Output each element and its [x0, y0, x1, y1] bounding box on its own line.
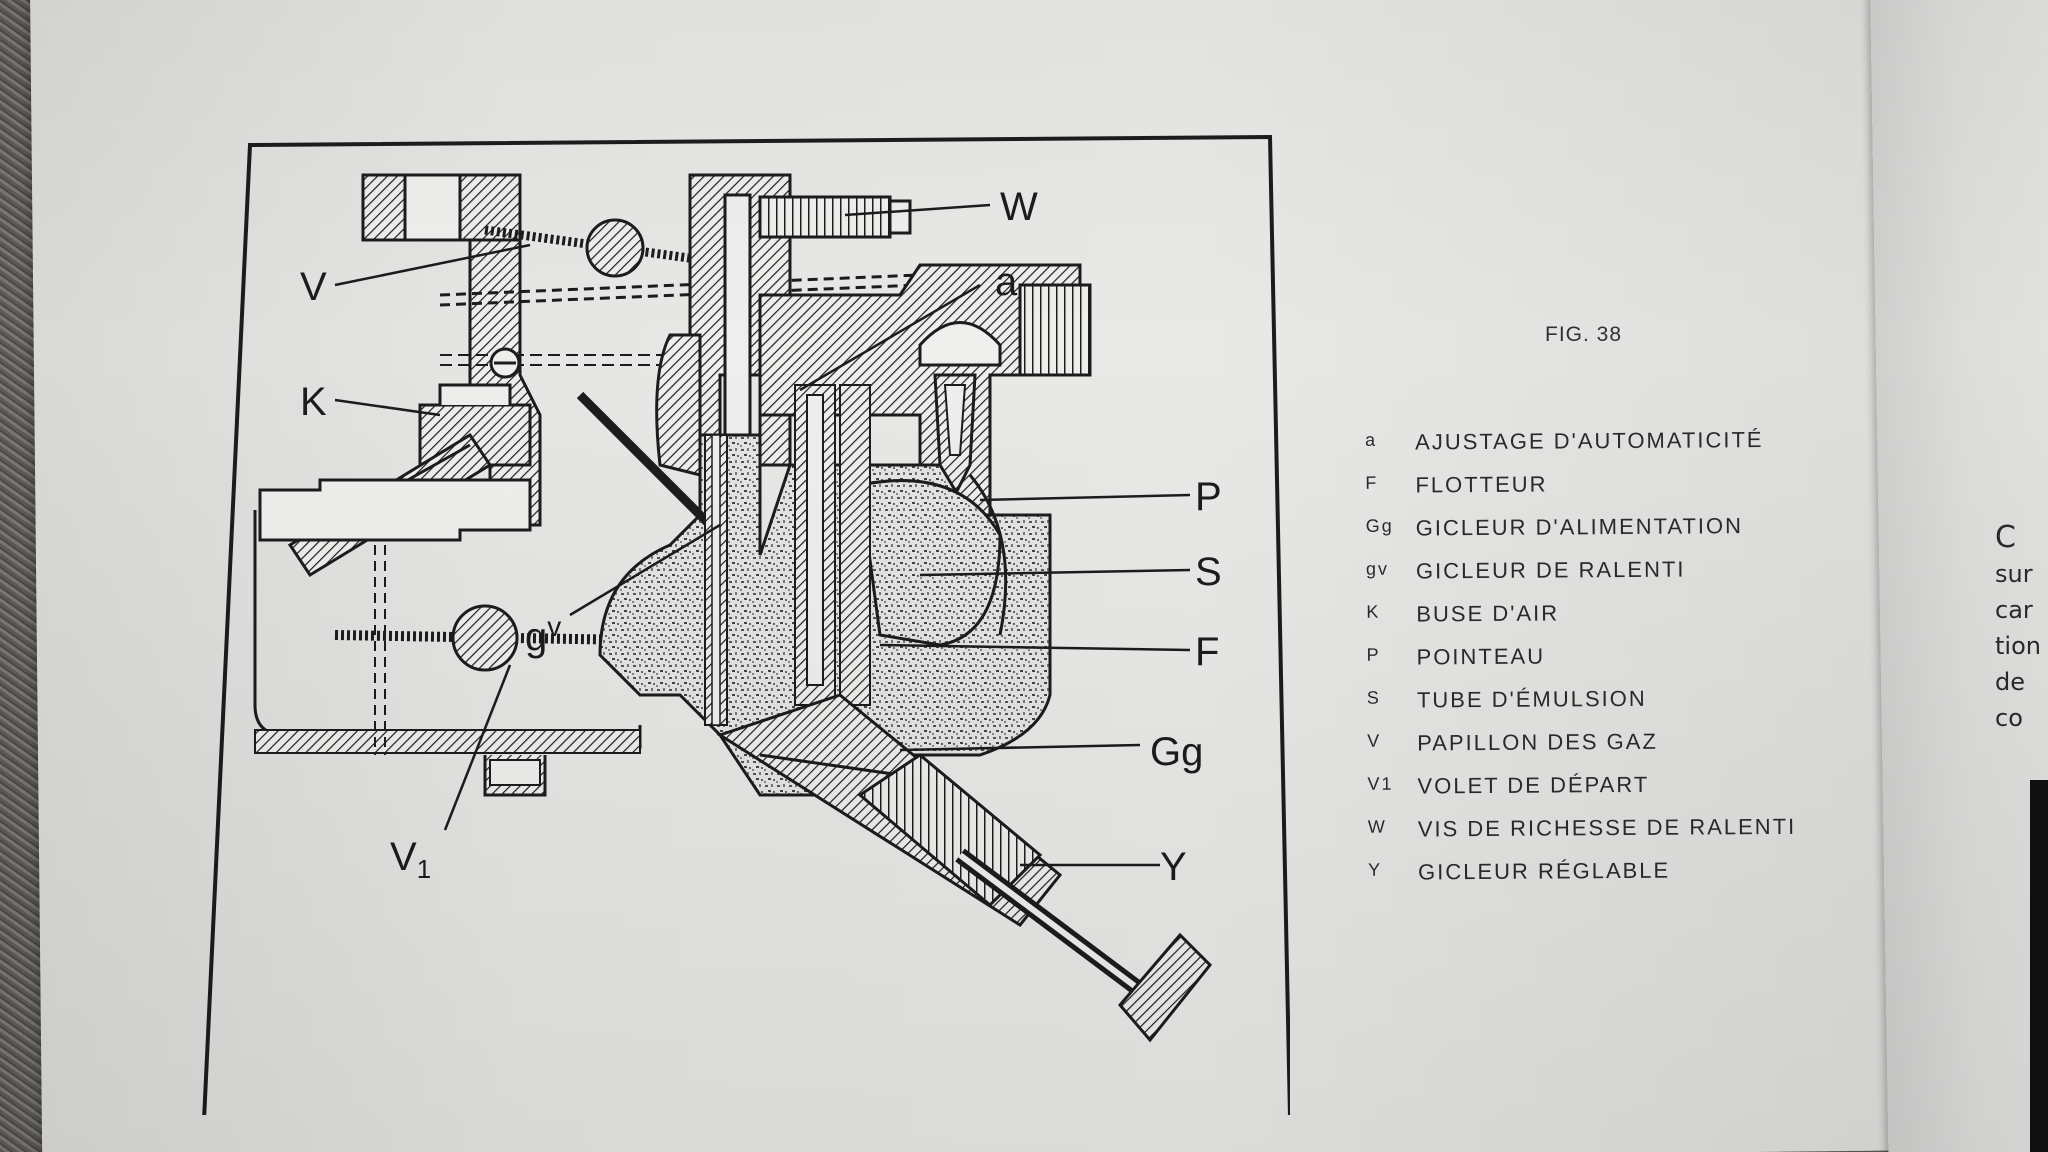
- choke-spindle: [451, 604, 519, 672]
- legend-item: S TUBE D'ÉMULSION: [1367, 684, 1887, 718]
- legend-key: P: [1366, 644, 1381, 665]
- fuel-inlet-thread: [1018, 283, 1092, 377]
- adjustable-jet-knob: [1118, 932, 1213, 1043]
- legend-item: K BUSE D'AIR: [1366, 598, 1886, 632]
- facing-text-line-4: tion: [1995, 632, 2041, 660]
- legend-key: gv: [1365, 558, 1390, 579]
- legend-key: F: [1365, 472, 1379, 493]
- callout-gv: gv: [525, 611, 561, 659]
- legend-key: K: [1366, 601, 1381, 622]
- legend-key: Y: [1368, 859, 1383, 880]
- main-body-outline: [258, 478, 532, 542]
- legend-item: V1 VOLET DE DÉPART: [1367, 770, 1887, 804]
- legend-key: Gg: [1365, 515, 1394, 536]
- callout-V: V: [300, 265, 327, 309]
- carburetor-diagram: W a V K P S gv F Gg V1 Y: [202, 135, 1290, 1115]
- callout-W: W: [1000, 185, 1038, 229]
- legend-label: AJUSTAGE D'AUTOMATICITÉ: [1415, 427, 1764, 455]
- legend-key: W: [1367, 816, 1387, 837]
- facing-text-line-3: car: [1995, 596, 2033, 624]
- legend-item: Gg GICLEUR D'ALIMENTATION: [1366, 512, 1886, 546]
- legend-item: W VIS DE RICHESSE DE RALENTI: [1368, 813, 1888, 847]
- figure-border: [202, 135, 1290, 1115]
- callout-V1: V1: [390, 835, 431, 884]
- legend-item: V PAPILLON DES GAZ: [1367, 727, 1887, 761]
- legend-item: P POINTEAU: [1367, 641, 1887, 675]
- legend-label: TUBE D'ÉMULSION: [1416, 685, 1647, 713]
- callout-S: S: [1195, 550, 1222, 594]
- legend-item: gv GICLEUR DE RALENTI: [1366, 555, 1886, 589]
- facing-page-dark-block: [2030, 780, 2048, 1152]
- callout-Y: Y: [1160, 845, 1187, 889]
- idle-mixture-screw: [758, 195, 892, 239]
- legend-key: a: [1365, 429, 1378, 450]
- legend-item: F FLOTTEUR: [1365, 469, 1885, 503]
- legend-label: GICLEUR DE RALENTI: [1415, 556, 1686, 584]
- figure-caption: FIG. 38: [1545, 323, 1623, 346]
- legend-label: GICLEUR RÉGLABLE: [1418, 857, 1671, 885]
- legend-key: V1: [1367, 773, 1394, 794]
- callout-K: K: [300, 380, 327, 424]
- callout-a: a: [995, 260, 1018, 304]
- legend-label: VOLET DE DÉPART: [1417, 771, 1650, 799]
- callout-F: F: [1195, 630, 1219, 674]
- callout-Gg: Gg: [1150, 730, 1203, 774]
- throttle-spindle: [585, 218, 645, 278]
- facing-text-line-6: co: [1995, 704, 2023, 732]
- callout-P: P: [1195, 475, 1222, 519]
- legend-label: FLOTTEUR: [1415, 471, 1548, 498]
- legend-label: BUSE D'AIR: [1416, 600, 1560, 627]
- legend-item: Y GICLEUR RÉGLABLE: [1368, 856, 1888, 890]
- legend-key: S: [1366, 687, 1381, 708]
- facing-text-line-1: C: [1995, 520, 2016, 555]
- legend-label: GICLEUR D'ALIMENTATION: [1415, 513, 1744, 541]
- legend-label: VIS DE RICHESSE DE RALENTI: [1417, 813, 1797, 842]
- legend-item: a AJUSTAGE D'AUTOMATICITÉ: [1365, 426, 1885, 460]
- facing-text-line-2: sur: [1995, 560, 2033, 588]
- legend-label: POINTEAU: [1416, 643, 1546, 670]
- legend-label: PAPILLON DES GAZ: [1417, 728, 1658, 756]
- legend-key: V: [1367, 730, 1382, 751]
- facing-text-line-5: de: [1995, 668, 2025, 696]
